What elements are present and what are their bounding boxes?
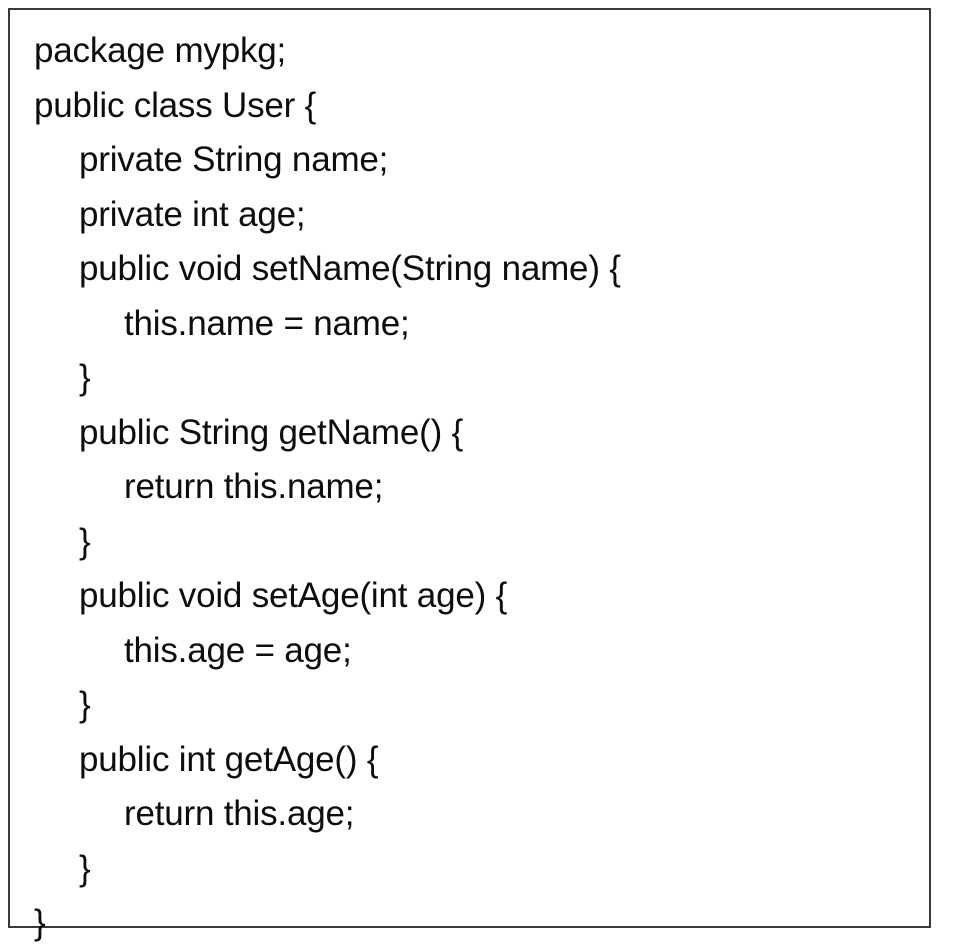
code-line: this.age = age;: [124, 630, 352, 670]
code-line: return this.name;: [124, 467, 384, 506]
code-listing-box: package mypkg; public class User { private…: [8, 8, 931, 942]
code-line: return this.age;: [124, 794, 355, 833]
code-line: private int age;: [79, 194, 306, 234]
code-line: public class User {: [34, 85, 317, 125]
code-line: public String getName() {: [79, 412, 464, 452]
code-line: }: [79, 685, 91, 724]
code-line: }: [79, 848, 91, 888]
code-line: }: [34, 903, 46, 942]
code-line: public void setAge(int age) {: [79, 576, 508, 615]
code-line: }: [79, 358, 91, 397]
code-line: }: [79, 521, 91, 561]
code-line: package mypkg;: [34, 31, 287, 70]
code-line: public void setName(String name) {: [79, 249, 621, 288]
code-line: public int getAge() {: [79, 739, 379, 779]
code-line: this.name = name;: [124, 303, 410, 343]
code-line: private String name;: [79, 140, 389, 179]
code-listing: package mypkg; public class User { private…: [10, 10, 929, 942]
